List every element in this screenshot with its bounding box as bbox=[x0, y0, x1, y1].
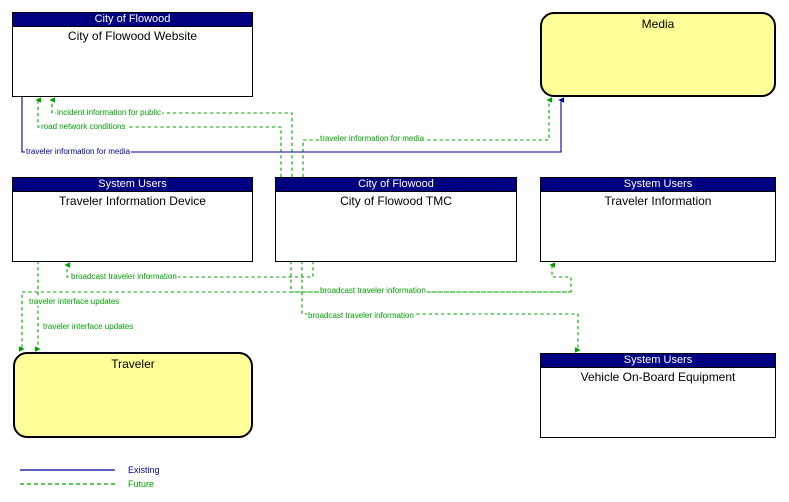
node-traveler-information-device[interactable]: System Users Traveler Information Device bbox=[12, 177, 253, 262]
node-city-of-flowood-tmc[interactable]: City of Flowood City of Flowood TMC bbox=[275, 177, 517, 262]
flow-label-traveler-interface-updates-b: traveler interface updates bbox=[42, 322, 135, 331]
node-media[interactable]: Media bbox=[540, 12, 776, 97]
node-name-label: Media bbox=[641, 17, 675, 31]
node-stakeholder-label: City of Flowood bbox=[13, 13, 252, 27]
node-name-label: Vehicle On-Board Equipment bbox=[580, 370, 736, 384]
flow-label-incident-information-for-public: incident information for public bbox=[56, 108, 163, 117]
flow-path-incident-information-for-public bbox=[49, 97, 293, 177]
flow-label-broadcast-traveler-information-ti: broadcast traveler information bbox=[319, 286, 427, 295]
flow-path-broadcast-traveler-information-obe bbox=[301, 261, 581, 353]
node-name-label: City of Flowood Website bbox=[67, 29, 198, 43]
node-name-label: City of Flowood TMC bbox=[340, 194, 452, 208]
flow-label-broadcast-traveler-information-obe: broadcast traveler information bbox=[307, 311, 415, 320]
flow-label-traveler-information-for-media-existing: traveler information for media bbox=[25, 147, 132, 156]
flow-label-road-network-conditions: road network conditions bbox=[40, 122, 127, 131]
node-traveler-information[interactable]: System Users Traveler Information bbox=[540, 177, 776, 262]
flow-path-traveler-information-for-media-existing bbox=[21, 96, 565, 153]
node-city-of-flowood-website[interactable]: City of Flowood City of Flowood Website bbox=[12, 12, 253, 97]
node-stakeholder-label: System Users bbox=[541, 178, 775, 192]
flow-path-broadcast-traveler-information-ti bbox=[290, 261, 572, 293]
flow-path-broadcast-traveler-information-tid bbox=[64, 261, 314, 278]
node-stakeholder-label: System Users bbox=[13, 178, 252, 192]
flow-label-traveler-interface-updates-a: traveler interface updates bbox=[28, 297, 121, 306]
flow-label-traveler-information-for-media-future: traveler information for media bbox=[319, 134, 426, 143]
flow-label-broadcast-traveler-information-tid: broadcast traveler information bbox=[70, 272, 178, 281]
node-traveler[interactable]: Traveler bbox=[13, 352, 253, 438]
node-stakeholder-label: System Users bbox=[541, 354, 775, 368]
legend-label-existing: Existing bbox=[128, 465, 160, 475]
legend-label-future: Future bbox=[128, 479, 155, 489]
node-vehicle-on-board-equipment[interactable]: System Users Vehicle On-Board Equipment bbox=[540, 353, 776, 438]
node-name-label: Traveler Information bbox=[604, 194, 712, 208]
node-name-label: Traveler bbox=[111, 357, 155, 371]
node-stakeholder-label: City of Flowood bbox=[276, 178, 516, 192]
node-name-label: Traveler Information Device bbox=[59, 194, 206, 208]
